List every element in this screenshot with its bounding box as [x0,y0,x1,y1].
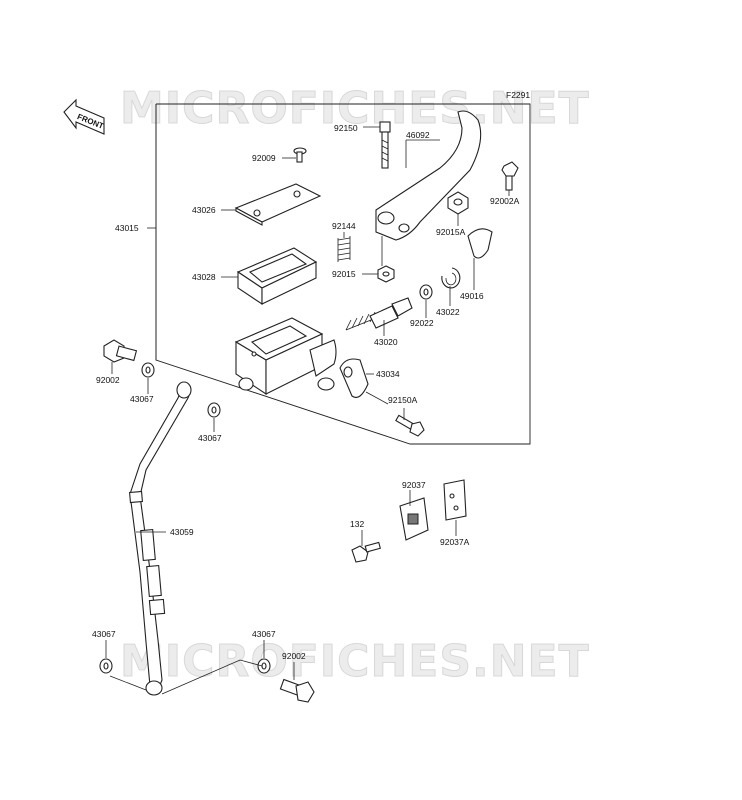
boot-49016-icon [467,228,493,259]
label-43067-a: 43067 [130,394,154,404]
watermark-top: MICROFICHES.NET [120,83,590,134]
bracket-92037-icon [399,497,429,541]
reservoir-cover-icon [234,183,322,226]
label-92037A: 92037A [440,537,470,547]
watermark-bottom: MICROFICHES.NET [120,636,590,687]
label-132: 132 [350,519,364,529]
label-43034: 43034 [376,369,400,379]
label-43067-c: 43067 [92,629,116,639]
leader-lines [105,126,510,695]
brake-hose-icon [128,381,192,696]
bolt-132-icon [351,541,381,563]
piston-kit-43020-icon [345,297,413,331]
label-43022: 43022 [436,307,460,317]
label-43026: 43026 [192,205,216,215]
label-92002A: 92002A [490,196,520,206]
label-92002-upper: 92002 [96,375,120,385]
spring-92144-icon [337,236,351,262]
label-92022: 92022 [410,318,434,328]
bolt-92150A-icon [395,414,425,437]
diagram-code: F2291 [506,90,530,100]
label-43067-d: 43067 [252,629,276,639]
washer-43067d-icon [257,658,271,674]
label-46092: 46092 [406,130,430,140]
label-43028: 43028 [192,272,216,282]
part-labels: 92150 46092 92009 92002A 43026 43015 920… [92,123,520,661]
bolt-92002A-icon [501,161,519,191]
plate-92037A-icon [443,479,467,521]
label-49016: 49016 [460,291,484,301]
master-cylinder-body-icon [234,317,337,396]
diaphragm-43028-icon [236,247,318,306]
nut-92015A-icon [447,191,469,215]
nut-92015-icon [377,265,395,283]
washer-43067a-icon [141,362,155,378]
washer-43067c-icon [99,658,113,674]
label-92037: 92037 [402,480,426,490]
label-92015A: 92015A [436,227,466,237]
label-92144: 92144 [332,221,356,231]
washer-92022-icon [419,284,433,300]
label-43015: 43015 [115,223,139,233]
label-92150: 92150 [334,123,358,133]
front-arrow-icon: FRONT [63,98,105,135]
label-43067-b: 43067 [198,433,222,443]
label-43020: 43020 [374,337,398,347]
banjo-bolt-lower-icon [279,678,315,703]
label-43059: 43059 [170,527,194,537]
label-92002-lower: 92002 [282,651,306,661]
label-92150A: 92150A [388,395,418,405]
clamp-43034-icon [339,358,369,399]
bolt-92150-icon [379,121,391,169]
banjo-bolt-upper-icon [103,339,138,363]
label-92009: 92009 [252,153,276,163]
brake-lever-icon [375,110,482,241]
screw-92009-icon [293,147,307,163]
washer-43067b-icon [207,402,221,418]
circlip-43022-icon [441,267,461,289]
label-92015: 92015 [332,269,356,279]
